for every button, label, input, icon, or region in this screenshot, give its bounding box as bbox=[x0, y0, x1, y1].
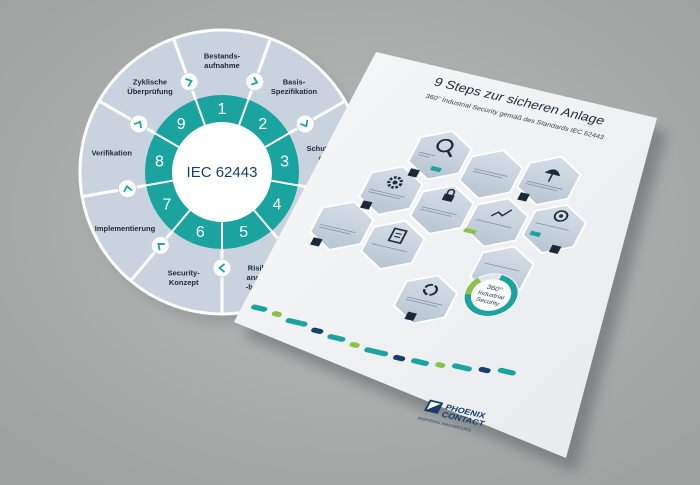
wheel-ring-divider bbox=[145, 179, 173, 187]
chart-icon bbox=[490, 209, 513, 217]
wheel-ring-divider bbox=[271, 179, 299, 187]
hex-step-7 bbox=[308, 200, 375, 251]
chevron-icon bbox=[212, 258, 232, 278]
hex-step-4 bbox=[521, 203, 588, 254]
qr-code-icon bbox=[310, 237, 323, 247]
wheel-ring-divider bbox=[154, 132, 180, 148]
badge-line-1: 360° bbox=[485, 283, 504, 293]
wheel-step-label: Implementierung bbox=[95, 224, 156, 233]
hex-step-bottom bbox=[392, 274, 459, 325]
qr-code-icon bbox=[407, 168, 420, 178]
wheel-ring-divider bbox=[264, 132, 290, 148]
chevron-icon bbox=[150, 236, 170, 256]
wheel-ring-divider bbox=[194, 99, 206, 126]
umbrella-icon bbox=[544, 169, 561, 182]
wheel-step-number: 1 bbox=[218, 101, 227, 118]
hex-badge bbox=[429, 165, 442, 173]
badge-line-3: Security bbox=[475, 296, 502, 307]
wheel-step-label: Spezifikation bbox=[271, 87, 318, 96]
wheel-center-disc bbox=[172, 122, 272, 222]
qr-code-icon bbox=[548, 244, 562, 254]
qr-code-icon bbox=[404, 311, 417, 321]
chevron-icon bbox=[117, 179, 137, 199]
wheel-step-label: Security- bbox=[168, 268, 201, 277]
wheel-step-number: 5 bbox=[239, 224, 248, 241]
wheel-step-label: aufnahme bbox=[204, 61, 239, 70]
hex-step-1 bbox=[407, 130, 473, 181]
wheel-step-numbers: 1 2 3 4 5 6 7 8 9 bbox=[155, 101, 289, 241]
hex-step-9 bbox=[409, 184, 475, 235]
wheel-inner-lines bbox=[145, 99, 299, 249]
poster: 9 Steps zur sicheren Anlage 360° Industr… bbox=[234, 52, 667, 472]
wheel-step-label: Überprüfung bbox=[127, 87, 173, 96]
wheel-step-label: Risiko- bbox=[248, 264, 274, 273]
wheel-ring-divider bbox=[171, 209, 191, 232]
wheel-center-label: IEC 62443 bbox=[187, 164, 258, 181]
chevron-icon bbox=[295, 114, 315, 134]
clipboard-icon bbox=[387, 227, 408, 245]
wheel-step-label: Basis- bbox=[283, 77, 306, 86]
wheel-step-number: 3 bbox=[280, 153, 289, 170]
wheel-step-label: Bestands- bbox=[204, 51, 241, 60]
gear-icon bbox=[387, 176, 403, 189]
wheel-step-number: 4 bbox=[273, 196, 282, 213]
wheel-ring-divider bbox=[238, 99, 250, 126]
hex-step-8 bbox=[357, 165, 424, 216]
hex-step-2 bbox=[458, 149, 524, 200]
hex-text-lines bbox=[319, 151, 569, 307]
wheel-step-number: 2 bbox=[258, 116, 267, 133]
hex-badge-green bbox=[463, 227, 477, 235]
chevron-icon bbox=[129, 114, 149, 134]
qr-codes bbox=[310, 168, 562, 321]
target-icon bbox=[553, 210, 569, 222]
lock-icon bbox=[441, 188, 456, 203]
wheel-step-number: 9 bbox=[177, 116, 186, 133]
qr-code-icon bbox=[359, 200, 373, 210]
wheel-step-label: Verifikation bbox=[91, 149, 132, 158]
badge-line-2: Industrial bbox=[477, 289, 506, 301]
wheel-step-number: 6 bbox=[196, 224, 205, 241]
wheel-step-number: 7 bbox=[163, 196, 172, 213]
wheel-ring-divider bbox=[253, 209, 273, 232]
poster-dot-band bbox=[251, 304, 516, 376]
cycle-icon bbox=[423, 283, 439, 296]
hex-badge bbox=[529, 230, 542, 237]
wheel-step-number: 8 bbox=[155, 153, 164, 170]
chevron-icon bbox=[245, 72, 265, 92]
wheel-step-label: Konzept bbox=[169, 278, 199, 287]
hex-step-6 bbox=[360, 220, 426, 270]
qr-code-icon bbox=[517, 192, 530, 202]
wheel-step-label: Zyklische bbox=[133, 77, 167, 86]
magnifier-icon bbox=[436, 138, 454, 158]
chevron-icon bbox=[179, 72, 199, 92]
hex-step-center bbox=[463, 197, 530, 248]
phoenix-contact-logo: PHOENIX CONTACT INSPIRING INNOVATIONS bbox=[417, 399, 488, 432]
security-badge: 360° Industrial Security bbox=[463, 273, 519, 317]
poster-paper bbox=[234, 52, 657, 458]
